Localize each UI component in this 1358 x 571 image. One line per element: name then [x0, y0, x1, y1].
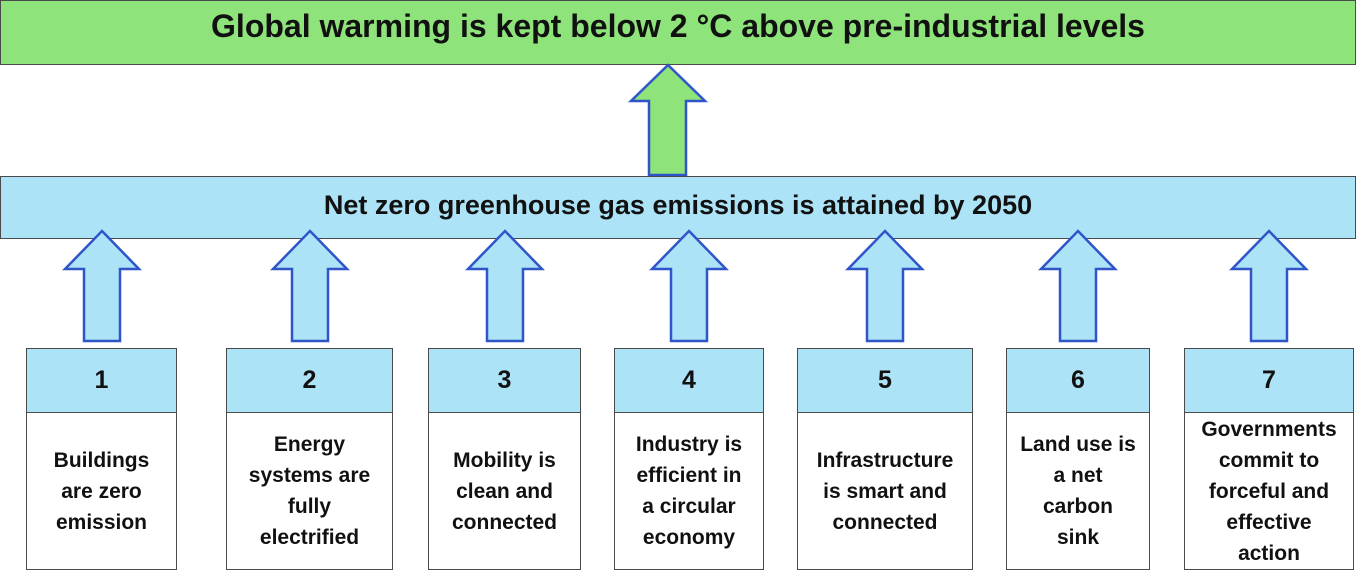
driver-description-3: Mobility is clean and connected [428, 413, 581, 570]
driver-arrow-3 [464, 229, 545, 343]
driver-number-1: 1 [26, 348, 177, 413]
driver-arrow-1 [61, 229, 142, 343]
driver-arrow-shape [1038, 229, 1118, 343]
driver-number-6: 6 [1006, 348, 1150, 413]
driver-arrow-7 [1229, 229, 1309, 343]
goal-arrow-shape [627, 63, 709, 177]
driver-description-6: Land use is a net carbon sink [1006, 413, 1150, 570]
driver-description-4: Industry is efficient in a circular econ… [614, 413, 764, 570]
driver-number-3: 3 [428, 348, 581, 413]
driver-number-4: 4 [614, 348, 764, 413]
driver-description-1: Buildings are zero emission [26, 413, 177, 570]
goal-box: Global warming is kept below 2 °C above … [0, 0, 1356, 65]
driver-arrow-2 [269, 229, 350, 343]
driver-number-2: 2 [226, 348, 393, 413]
driver-arrow-shape [845, 229, 925, 343]
driver-arrow-shape [1229, 229, 1309, 343]
goal-text: Global warming is kept below 2 °C above … [211, 8, 1145, 44]
driver-arrow-shape [649, 229, 729, 343]
driver-arrow-shape [464, 229, 545, 343]
driver-arrow-shape [269, 229, 350, 343]
goal-arrow [627, 63, 709, 177]
driver-arrow-5 [845, 229, 925, 343]
driver-arrow-shape [61, 229, 142, 343]
driver-description-7: Governments commit to forceful and effec… [1184, 413, 1354, 570]
outcome-text: Net zero greenhouse gas emissions is att… [323, 190, 1033, 220]
driver-arrow-6 [1038, 229, 1118, 343]
driver-number-5: 5 [797, 348, 973, 413]
driver-description-2: Energy systems are fully electrified [226, 413, 393, 570]
outcome-box: Net zero greenhouse gas emissions is att… [0, 176, 1356, 239]
driver-description-5: Infrastructure is smart and connected [797, 413, 973, 570]
driver-number-7: 7 [1184, 348, 1354, 413]
driver-arrow-4 [649, 229, 729, 343]
